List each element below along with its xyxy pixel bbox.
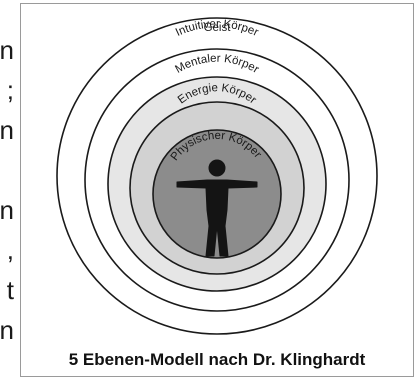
edge-line-6: , <box>6 235 14 265</box>
figure-caption: 5 Ebenen-Modell nach Dr. Klinghardt <box>68 350 366 369</box>
cut-off-paragraph-text: n ; n n , t n <box>0 30 14 350</box>
edge-line-5: n <box>0 195 14 225</box>
edge-line-7: t <box>6 275 14 305</box>
edge-line-8: n <box>0 315 14 345</box>
edge-line-4 <box>0 150 14 190</box>
figure-frame: Geist Intuitiver Körper Mentaler Körper … <box>20 3 414 377</box>
edge-line-3: n <box>0 115 14 145</box>
edge-line-1: n <box>0 35 14 65</box>
label-geist: Geist <box>204 22 232 34</box>
edge-line-2: ; <box>6 75 14 105</box>
human-figure-icon <box>176 159 258 257</box>
five-layer-diagram: Geist Intuitiver Körper Mentaler Körper … <box>56 17 378 335</box>
